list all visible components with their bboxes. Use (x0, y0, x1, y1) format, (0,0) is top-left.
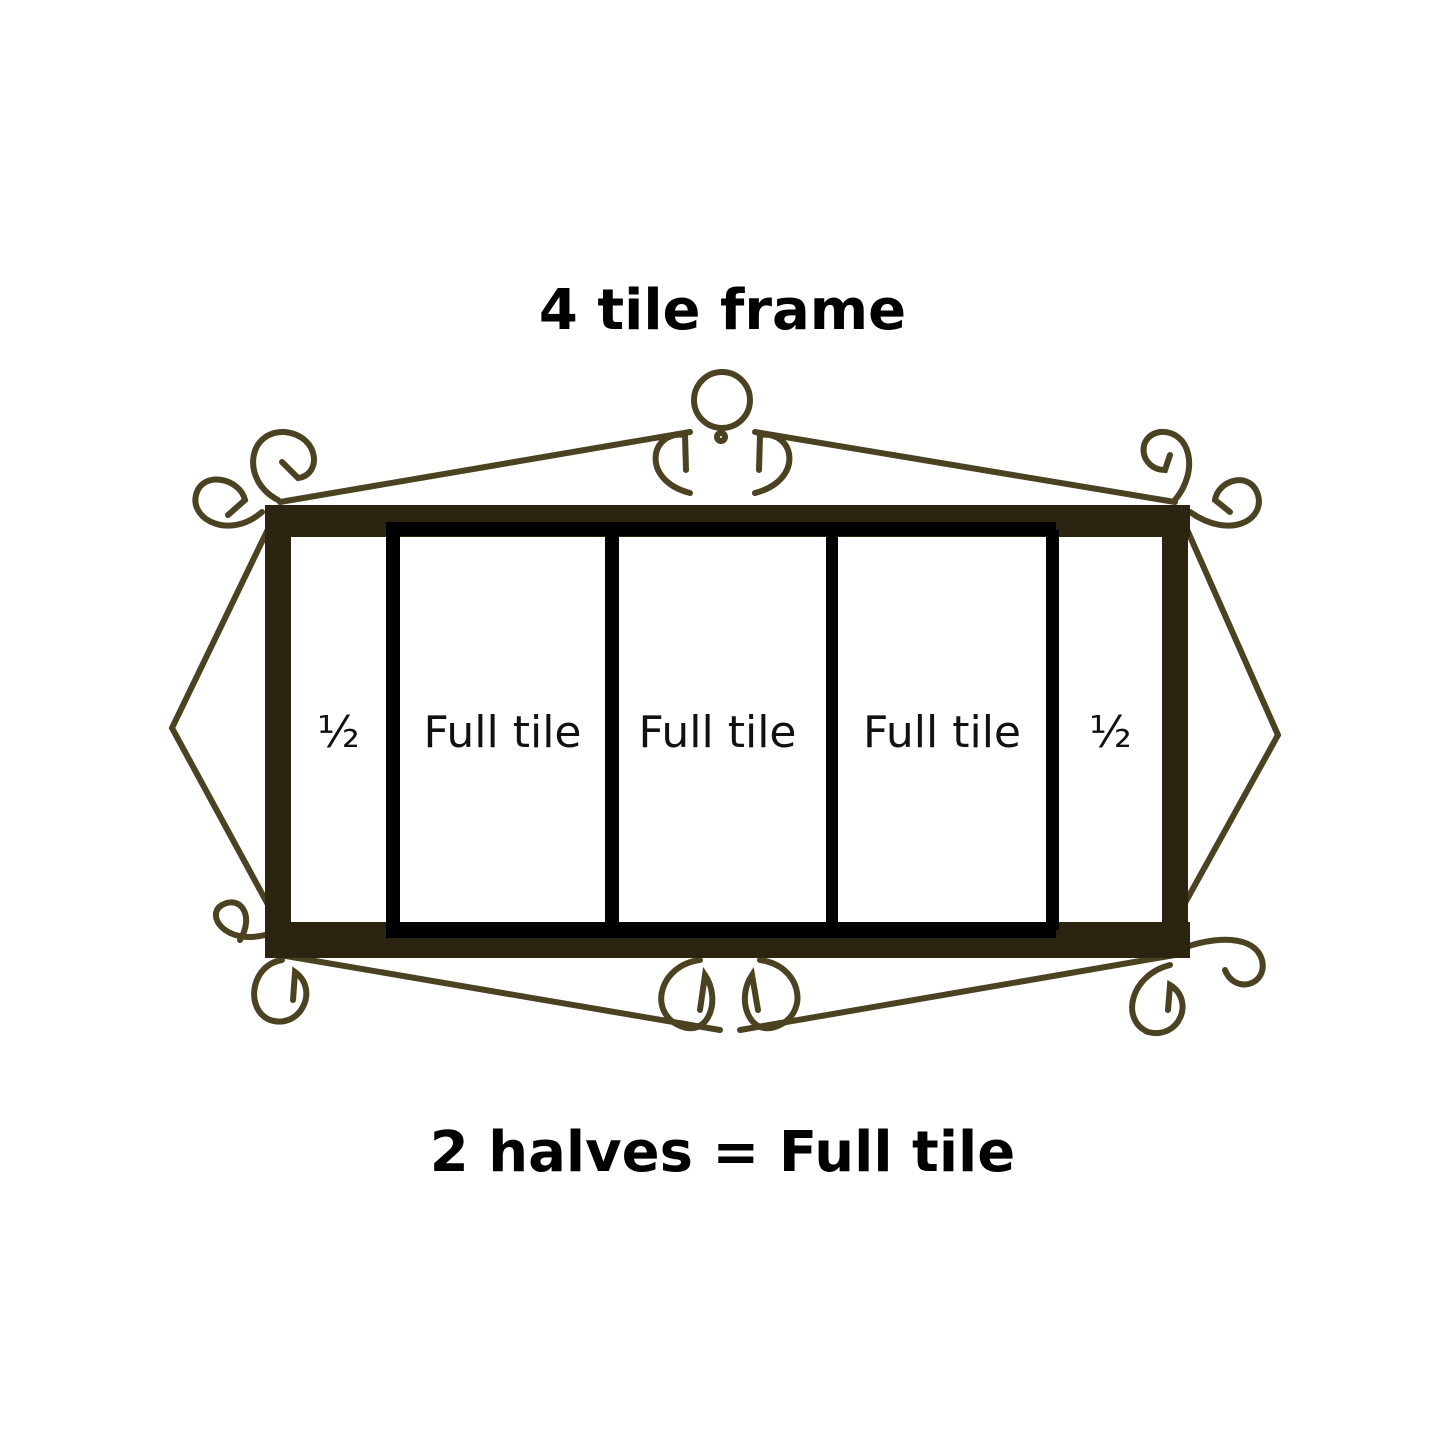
slot-full-2-label: Full tile (638, 707, 797, 758)
frame-scrollwork (168, 369, 1282, 1037)
slot-full-3-label: Full tile (863, 707, 1021, 758)
diagram-title: 4 tile frame (538, 278, 907, 343)
diagram-footer-caption: 2 halves = Full tile (429, 1120, 1016, 1185)
tile-dividers (386, 522, 1059, 938)
slot-half-right-label: ½ (1089, 707, 1132, 758)
slot-full-1-label: Full tile (423, 707, 582, 758)
slot-half-left-label: ½ (317, 707, 360, 758)
